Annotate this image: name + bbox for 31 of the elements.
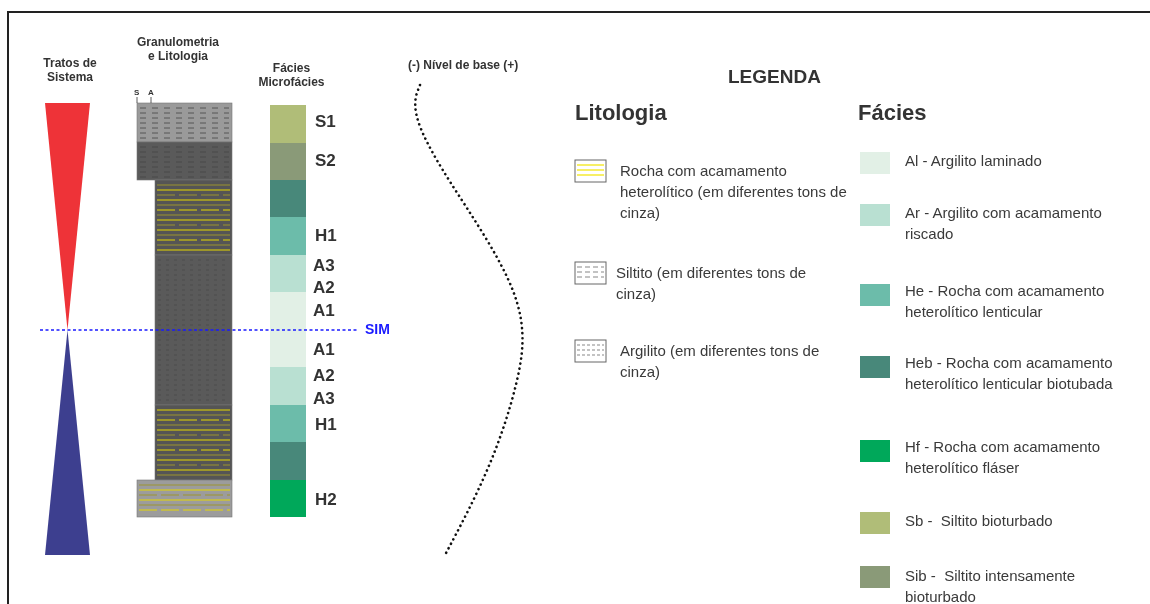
legend-text: Al - Argilito laminado (905, 151, 1043, 171)
legend-text: Heb - Rocha com acamamento heterolítico lenticular biotubada (905, 353, 1114, 394)
facies-label: S1 (315, 112, 336, 132)
scale-label: A (148, 88, 154, 98)
facies-label: H1 (315, 226, 337, 246)
facies-label: S2 (315, 151, 336, 171)
column-heading: Fácies Microfácies (257, 62, 326, 90)
legend-text: Sb - Siltito bioturbado (905, 511, 1054, 531)
legend-heading: Fácies (858, 100, 927, 126)
legend-title: LEGENDA (728, 66, 821, 88)
legend-text: Sib - Siltito intensamente bioturbado (905, 566, 1077, 604)
facies-label: A2 (313, 278, 335, 298)
legend-heading: Litologia (575, 100, 667, 126)
facies-label: A1 (313, 340, 335, 360)
facies-label: H1 (315, 415, 337, 435)
facies-label: A1 (313, 301, 335, 321)
facies-label: A3 (313, 256, 335, 276)
legend-text: Siltito (em diferentes tons de cinza) (616, 263, 808, 304)
surface-label: SIM (365, 321, 390, 338)
facies-label: A2 (313, 366, 335, 386)
facies-label: A3 (313, 389, 335, 409)
legend-text: He - Rocha com acamamento heterolítico lenticular (905, 281, 1106, 322)
legend-text: Hf - Rocha com acamamento heterolítico fláser (905, 437, 1102, 478)
legend-text: Ar - Argilito com acamamento riscado (905, 203, 1103, 244)
scale-label: S (134, 88, 140, 98)
axis-label: (-) Nível de base (+) (408, 59, 519, 73)
legend-text: Argilito (em diferentes tons de cinza) (620, 341, 821, 382)
column-heading: Tratos de Sistema (42, 57, 98, 85)
column-heading: Granulometria e Litologia (136, 36, 220, 64)
facies-label: H2 (315, 490, 337, 510)
legend-text: Rocha com acamamento heterolítico (em diferentes tons de cinza) (620, 161, 848, 223)
